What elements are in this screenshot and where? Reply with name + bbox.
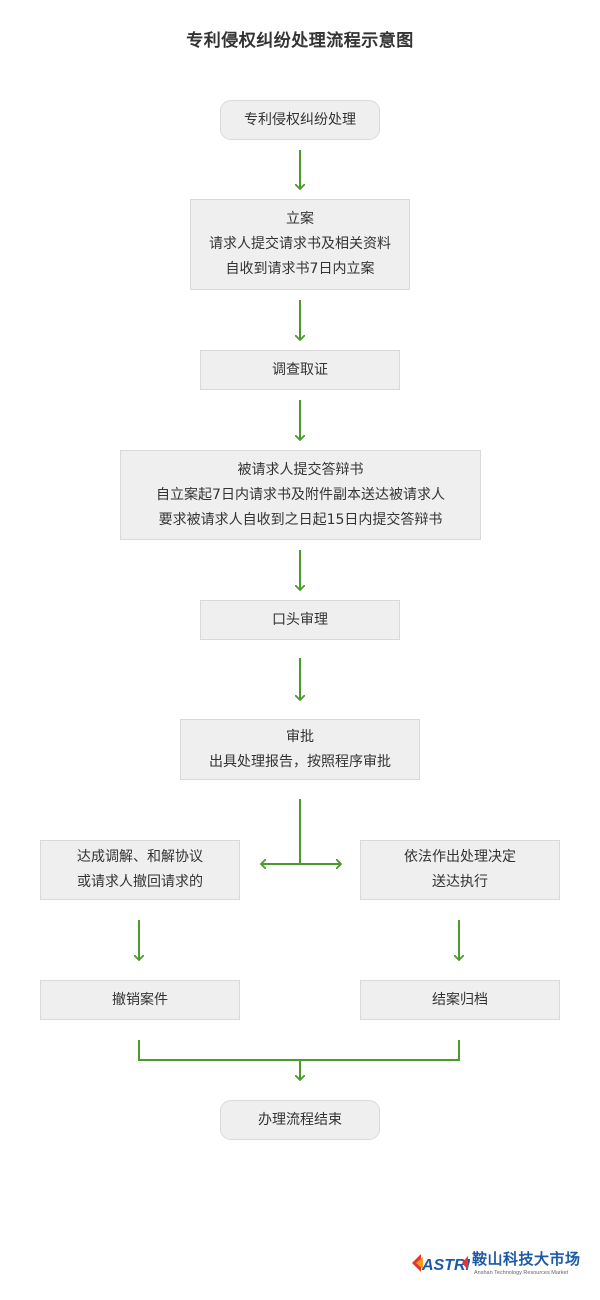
investigation-node-line-1: 调查取证: [272, 361, 328, 378]
logo-mark-text: ASTRM: [421, 1257, 470, 1274]
defense-node-line-2: 自立案起7日内请求书及附件副本送达被请求人: [156, 486, 445, 503]
mediation-node-line-1: 达成调解、和解协议: [77, 849, 203, 865]
approval-node-line-2: 出具处理报告，按照程序审批: [209, 753, 391, 770]
archive-node-line-1: 结案归档: [432, 991, 488, 1008]
investigation-node: 调查取证: [200, 350, 400, 390]
logo-name: 鞍山科技大市场: [472, 1250, 581, 1268]
defense-node-line-1: 被请求人提交答辩书: [237, 461, 364, 478]
defense-node-line-3: 要求被请求人自收到之日起15日内提交答辩书: [158, 511, 443, 528]
end-node: 办理流程结束: [220, 1100, 380, 1140]
start-node-line-1: 专利侵权纠纷处理: [244, 111, 356, 128]
diagram-title: 专利侵权纠纷处理流程示意图: [186, 31, 414, 51]
filing-node-line-1: 立案: [286, 211, 314, 227]
oral-hearing-node-line-1: 口头审理: [272, 611, 328, 628]
start-node: 专利侵权纠纷处理: [220, 100, 380, 140]
archive-node: 结案归档: [360, 980, 560, 1020]
decision-node-line-1: 依法作出处理决定: [404, 849, 516, 865]
decision-node: 依法作出处理决定 送达执行: [360, 840, 560, 900]
filing-node: 立案 请求人提交请求书及相关资料 自收到请求书7日内立案: [190, 199, 410, 290]
logo: ASTRM 鞍山科技大市场 Anshan Technology Resource…: [412, 1246, 588, 1282]
filing-node-line-2: 请求人提交请求书及相关资料: [209, 236, 391, 252]
defense-node: 被请求人提交答辩书 自立案起7日内请求书及附件副本送达被请求人 要求被请求人自收…: [120, 450, 481, 540]
astrm-logo-icon: ASTRM: [412, 1254, 470, 1274]
oral-hearing-node: 口头审理: [200, 600, 400, 640]
mediation-node: 达成调解、和解协议 或请求人撤回请求的: [40, 840, 240, 900]
approval-node: 审批 出具处理报告，按照程序审批: [180, 719, 420, 780]
decision-node-line-2: 送达执行: [432, 874, 488, 890]
mediation-node-line-2: 或请求人撤回请求的: [77, 874, 203, 890]
approval-node-line-1: 审批: [286, 728, 314, 745]
withdraw-node: 撤销案件: [40, 980, 240, 1020]
filing-node-line-3: 自收到请求书7日内立案: [225, 261, 375, 277]
logo-subtitle: Anshan Technology Resources Market: [474, 1270, 569, 1276]
withdraw-node-line-1: 撤销案件: [112, 991, 168, 1008]
merge-connector: [138, 1040, 460, 1061]
end-node-line-1: 办理流程结束: [258, 1111, 342, 1128]
